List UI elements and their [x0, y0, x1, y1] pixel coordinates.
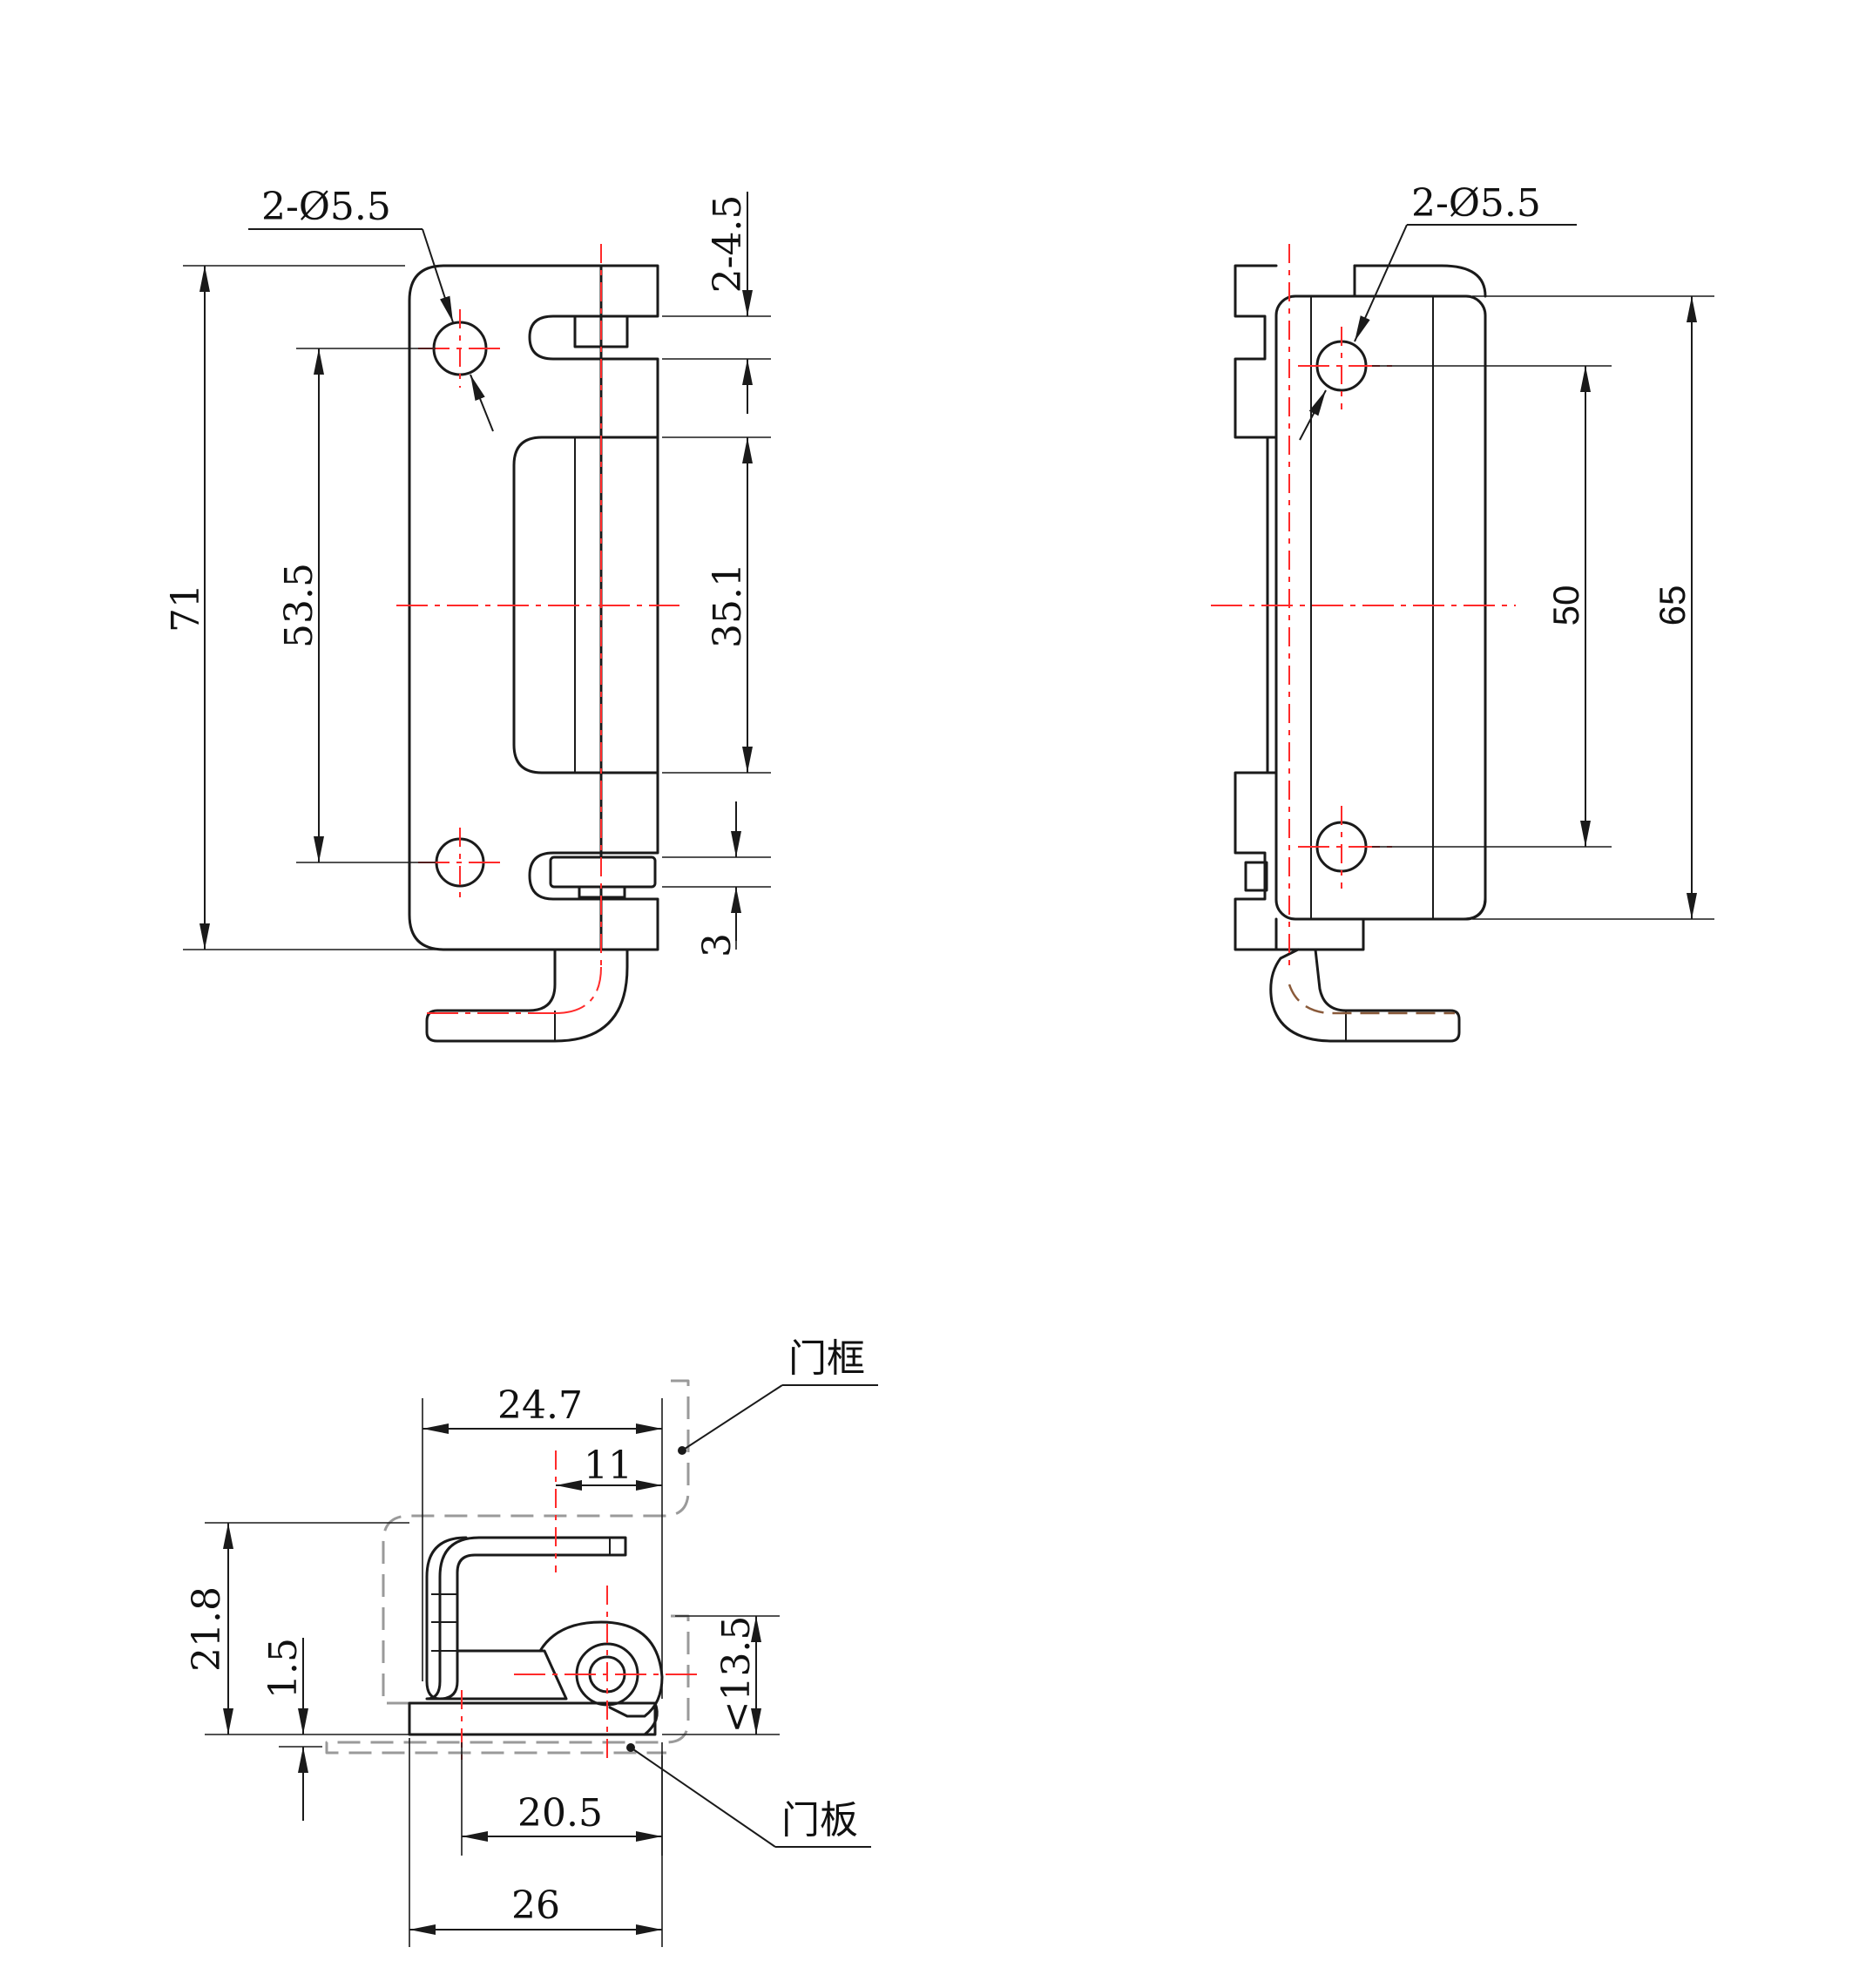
side-hole-callout: 2-Ø5.5: [1411, 181, 1541, 226]
dim-side-body-height: 65: [1652, 585, 1693, 626]
label-door-panel: 门板: [781, 1798, 858, 1843]
dim-overall-height: 71: [164, 584, 208, 632]
dim-side-hole-spacing: 50: [1545, 585, 1586, 626]
front-recess: [512, 436, 659, 774]
side-view: 50 65 2-Ø5.5: [1211, 181, 1714, 1043]
door-panel-hidden: [325, 1614, 690, 1755]
dim-slot-offset: 3: [695, 933, 740, 957]
dim-recess-length: 35.1: [706, 563, 750, 648]
front-lower-pin: [549, 855, 657, 889]
front-pin-bend: [425, 948, 629, 1043]
front-upper-slot: [528, 314, 603, 361]
dim-bottom-pin-span: 20.5: [517, 1791, 603, 1836]
dim-pin-offset: 11: [584, 1444, 632, 1488]
front-knuckle-lower: [599, 771, 659, 855]
door-frame-hidden: [382, 1379, 690, 1705]
front-view: 71 53.5 35.1 2-4.5 3 2-Ø5.5: [164, 185, 771, 1043]
front-hole-callout: 2-Ø5.5: [261, 185, 391, 229]
section-base-plate: [408, 1701, 657, 1736]
front-knuckle-top: [599, 264, 659, 318]
dim-plate-thickness: 1.5: [261, 1638, 306, 1699]
section-leaf-c: [425, 1536, 627, 1701]
section-view: 24.7 11 21.8 1.5 <13.5 20.5 26 门框: [185, 1336, 878, 1947]
dim-hole-spacing: 53.5: [277, 563, 321, 648]
dim-section-height: 21.8: [185, 1586, 229, 1672]
label-door-frame: 门框: [788, 1336, 865, 1381]
side-pin-bend: [1269, 948, 1461, 1043]
dim-overall-width: 26: [511, 1883, 560, 1928]
front-knuckle-upper: [599, 357, 659, 439]
front-knuckle-bottom: [599, 897, 659, 951]
side-body: [1274, 294, 1487, 921]
dim-right-height: <13.5: [714, 1616, 759, 1734]
dim-top-width: 24.7: [497, 1383, 583, 1428]
dim-slot-width: 2-4.5: [706, 195, 750, 294]
front-plate-outline: [408, 264, 603, 951]
side-knuckle-column: [1234, 264, 1278, 439]
front-lower-slot: [528, 851, 603, 901]
